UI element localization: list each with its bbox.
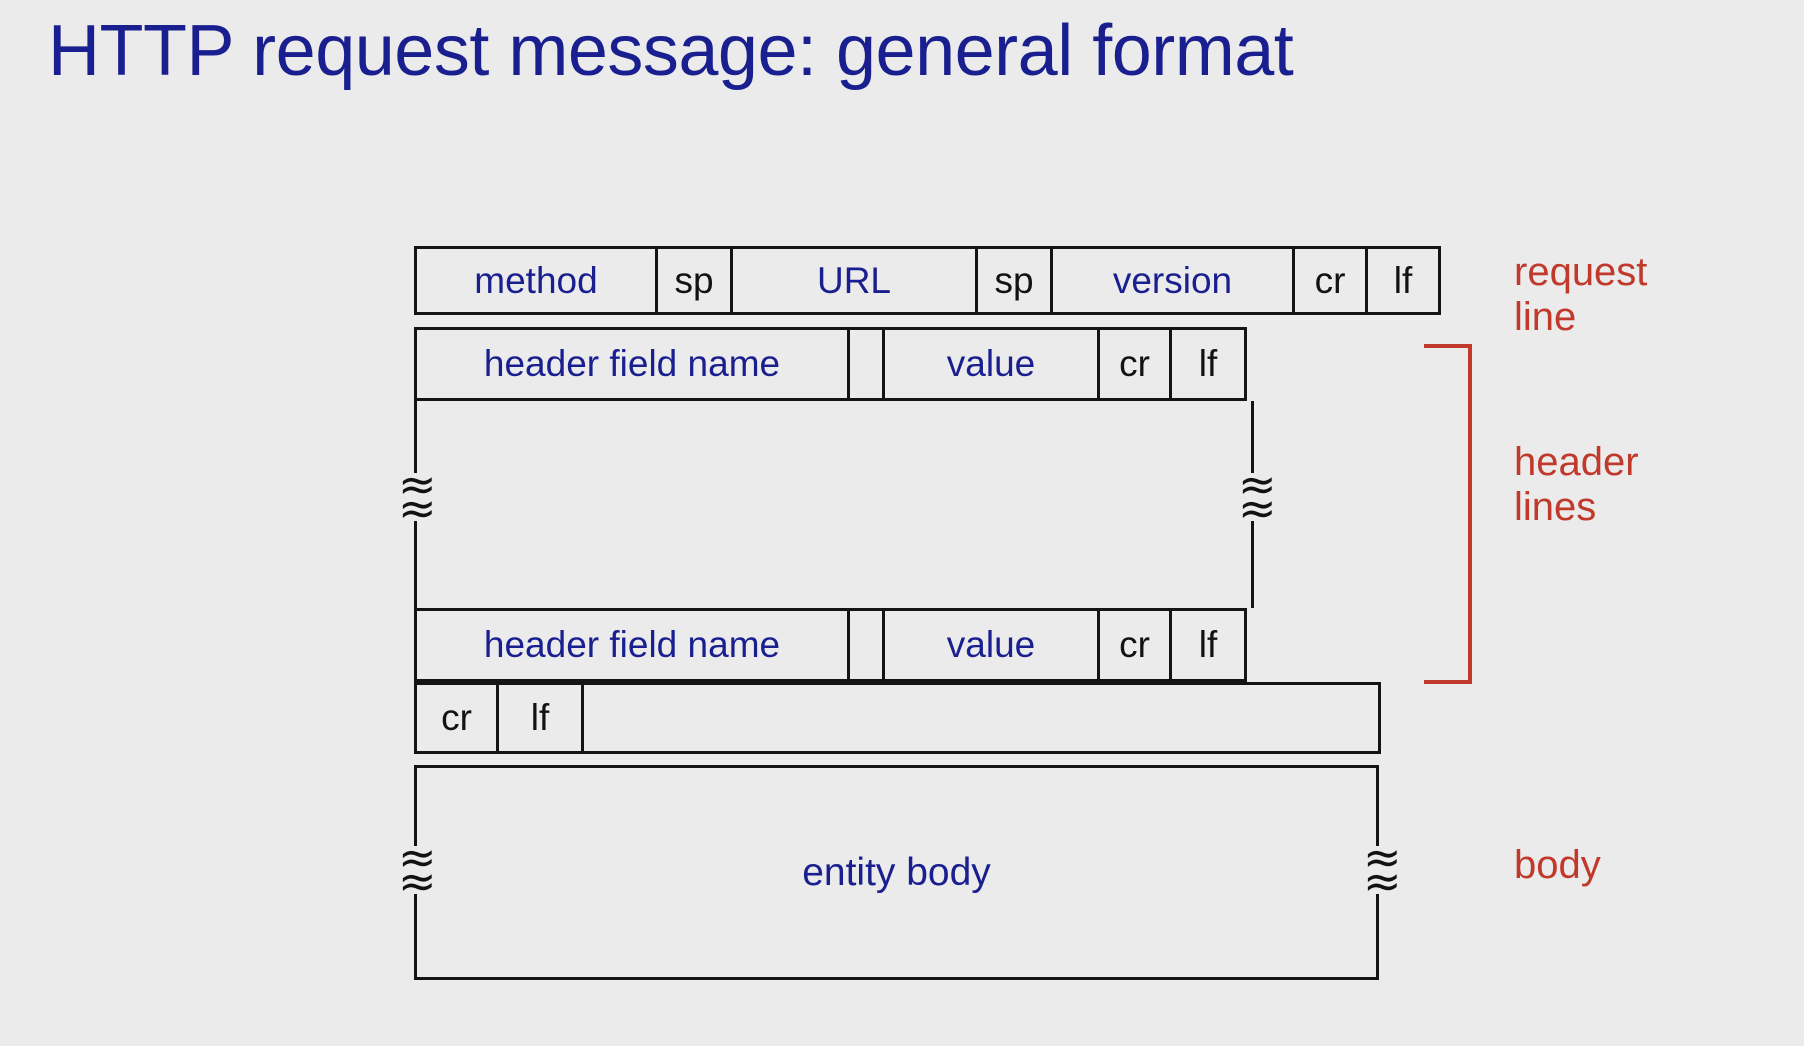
cell-header-value-first: value [882,327,1100,401]
cell-sp-1: sp [655,246,733,315]
cell-cr-header-last: cr [1097,608,1172,682]
cell-header-field-name-last: header field name [414,608,850,682]
break-mark-glyph-bottom: ≈ [1363,853,1402,908]
page-title: HTTP request message: general format [48,11,1294,91]
cell-url: URL [730,246,978,315]
annotation-body: body [1514,843,1601,887]
break-mark-body-right: ≈ ≈ [1363,834,1402,908]
cell-header-spacer-last [847,608,885,682]
cell-header-field-name-first: header field name [414,327,850,401]
header-lines-bracket [1424,344,1472,684]
cell-lf-request-line: lf [1365,246,1441,315]
cell-method: method [414,246,658,315]
cell-header-value-last: value [882,608,1100,682]
cell-lf-blank-line: lf [496,682,584,754]
annotation-header-lines: header lines [1514,440,1639,529]
entity-body-label: entity body [802,850,991,894]
cell-lf-header-first: lf [1169,327,1247,401]
break-mark-glyph-bottom: ≈ [398,853,437,908]
header-continuation-box [414,401,1254,608]
cell-cr-blank-line: cr [414,682,499,754]
cell-blank-line-filler [581,682,1381,754]
cell-sp-2: sp [975,246,1053,315]
break-mark-header-right: ≈ ≈ [1238,461,1277,535]
cell-version: version [1050,246,1295,315]
cell-cr-header-first: cr [1097,327,1172,401]
annotation-request-line: request line [1514,250,1648,339]
entity-body-box: entity body [414,765,1379,980]
cell-cr-request-line: cr [1292,246,1368,315]
cell-lf-header-last: lf [1169,608,1247,682]
cell-header-spacer-first [847,327,885,401]
break-mark-glyph-bottom: ≈ [398,480,437,535]
break-mark-header-left: ≈ ≈ [398,461,437,535]
break-mark-glyph-bottom: ≈ [1238,480,1277,535]
break-mark-body-left: ≈ ≈ [398,834,437,908]
